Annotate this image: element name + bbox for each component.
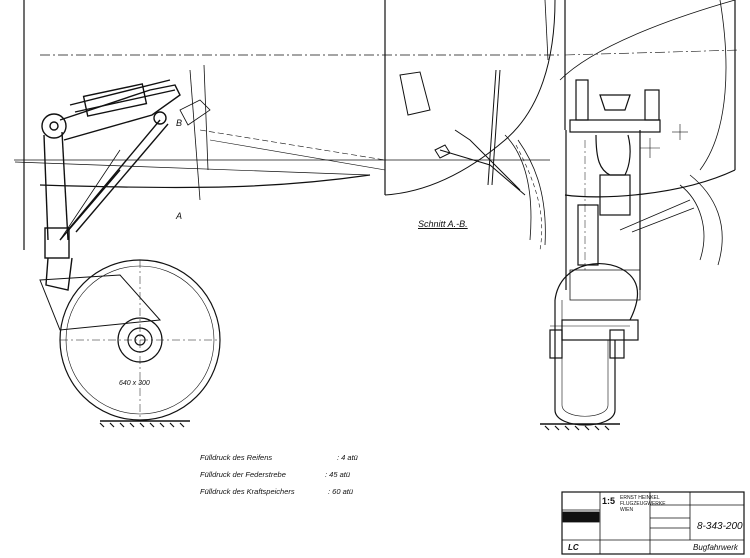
company-line-3: WIEN [620,507,634,513]
scale-label: 1:5 [602,496,616,506]
company-line-2: FLUGZEUGWERKE [620,501,666,507]
note-label: Fülldruck der Federstrebe [200,470,286,479]
company-line-1: ERNST HEINKEL [620,495,660,501]
note-row: Fülldruck des Kraftspeichers : 60 atü [200,487,400,504]
drawing-number: 8-343-200 [697,521,743,532]
tire-size-label: 640 x 300 [119,380,150,387]
drawing-title: Bugfahrwerk [693,543,738,552]
section-label: Schnitt A.-B. [418,219,468,229]
note-row: Fülldruck der Federstrebe : 45 atü [200,470,400,487]
note-value: : 4 atü [337,453,358,462]
note-value: : 60 atü [328,487,354,496]
section-marker-b: B [176,118,183,128]
code-label: LC [568,543,579,552]
retracted-view [399,69,546,251]
side-view-gear [39,64,386,331]
section-marker-a: A [176,211,183,221]
nose-wheel-side [59,259,221,428]
title-block-lines [561,491,745,555]
note-row: Fülldruck des Reifens : 4 atü [200,453,400,470]
note-label: Fülldruck des Kraftspeichers [200,487,295,496]
pressure-notes: Fülldruck des Reifens : 4 atü Fülldruck … [200,453,400,504]
front-view-gear [540,79,723,431]
note-value: : 45 atü [325,470,351,479]
note-label: Fülldruck des Reifens [200,453,273,462]
